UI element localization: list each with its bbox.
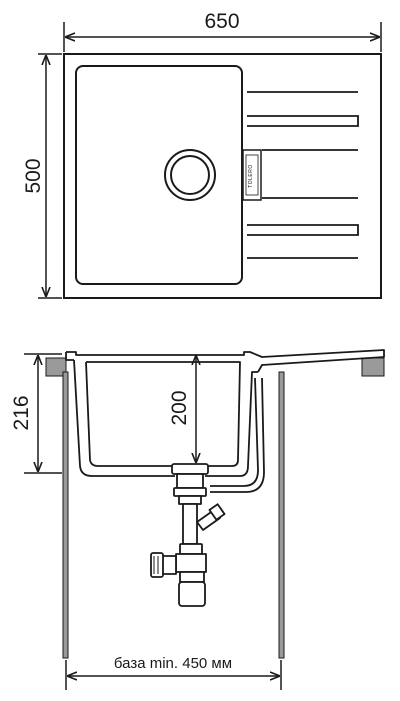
height-label: 216: [10, 395, 33, 430]
overflow-logo-plate: TOLERO: [242, 149, 262, 201]
left-support-block: [45, 357, 67, 377]
bowl-outline: [75, 65, 243, 285]
base-dimension: база min. 450 мм: [65, 655, 282, 690]
cabinet-wall-left: [62, 371, 69, 659]
drain-icon: [164, 149, 216, 201]
right-support-block: [361, 357, 385, 377]
overflow-tube: [210, 377, 265, 493]
width-dimension: 650: [63, 10, 382, 52]
width-label: 650: [204, 10, 239, 33]
depth-dimension: 500: [22, 53, 62, 299]
bowl-depth-label: 200: [168, 390, 191, 425]
bowl-depth-dimension: 200: [168, 356, 196, 462]
siphon-assembly: [150, 463, 226, 607]
cabinet-wall-right: [278, 371, 285, 659]
side-view: 216 200: [10, 349, 385, 690]
sink-outline: [63, 53, 382, 299]
sink-profile: [65, 349, 385, 477]
depth-label: 500: [22, 158, 45, 193]
brand-logo-text: TOLERO: [248, 164, 254, 187]
height-dimension: 216: [10, 353, 62, 474]
top-view: 650 500 TOL: [22, 10, 382, 299]
base-label: база min. 450 мм: [114, 655, 232, 672]
drainboard-ribs: [247, 91, 359, 259]
